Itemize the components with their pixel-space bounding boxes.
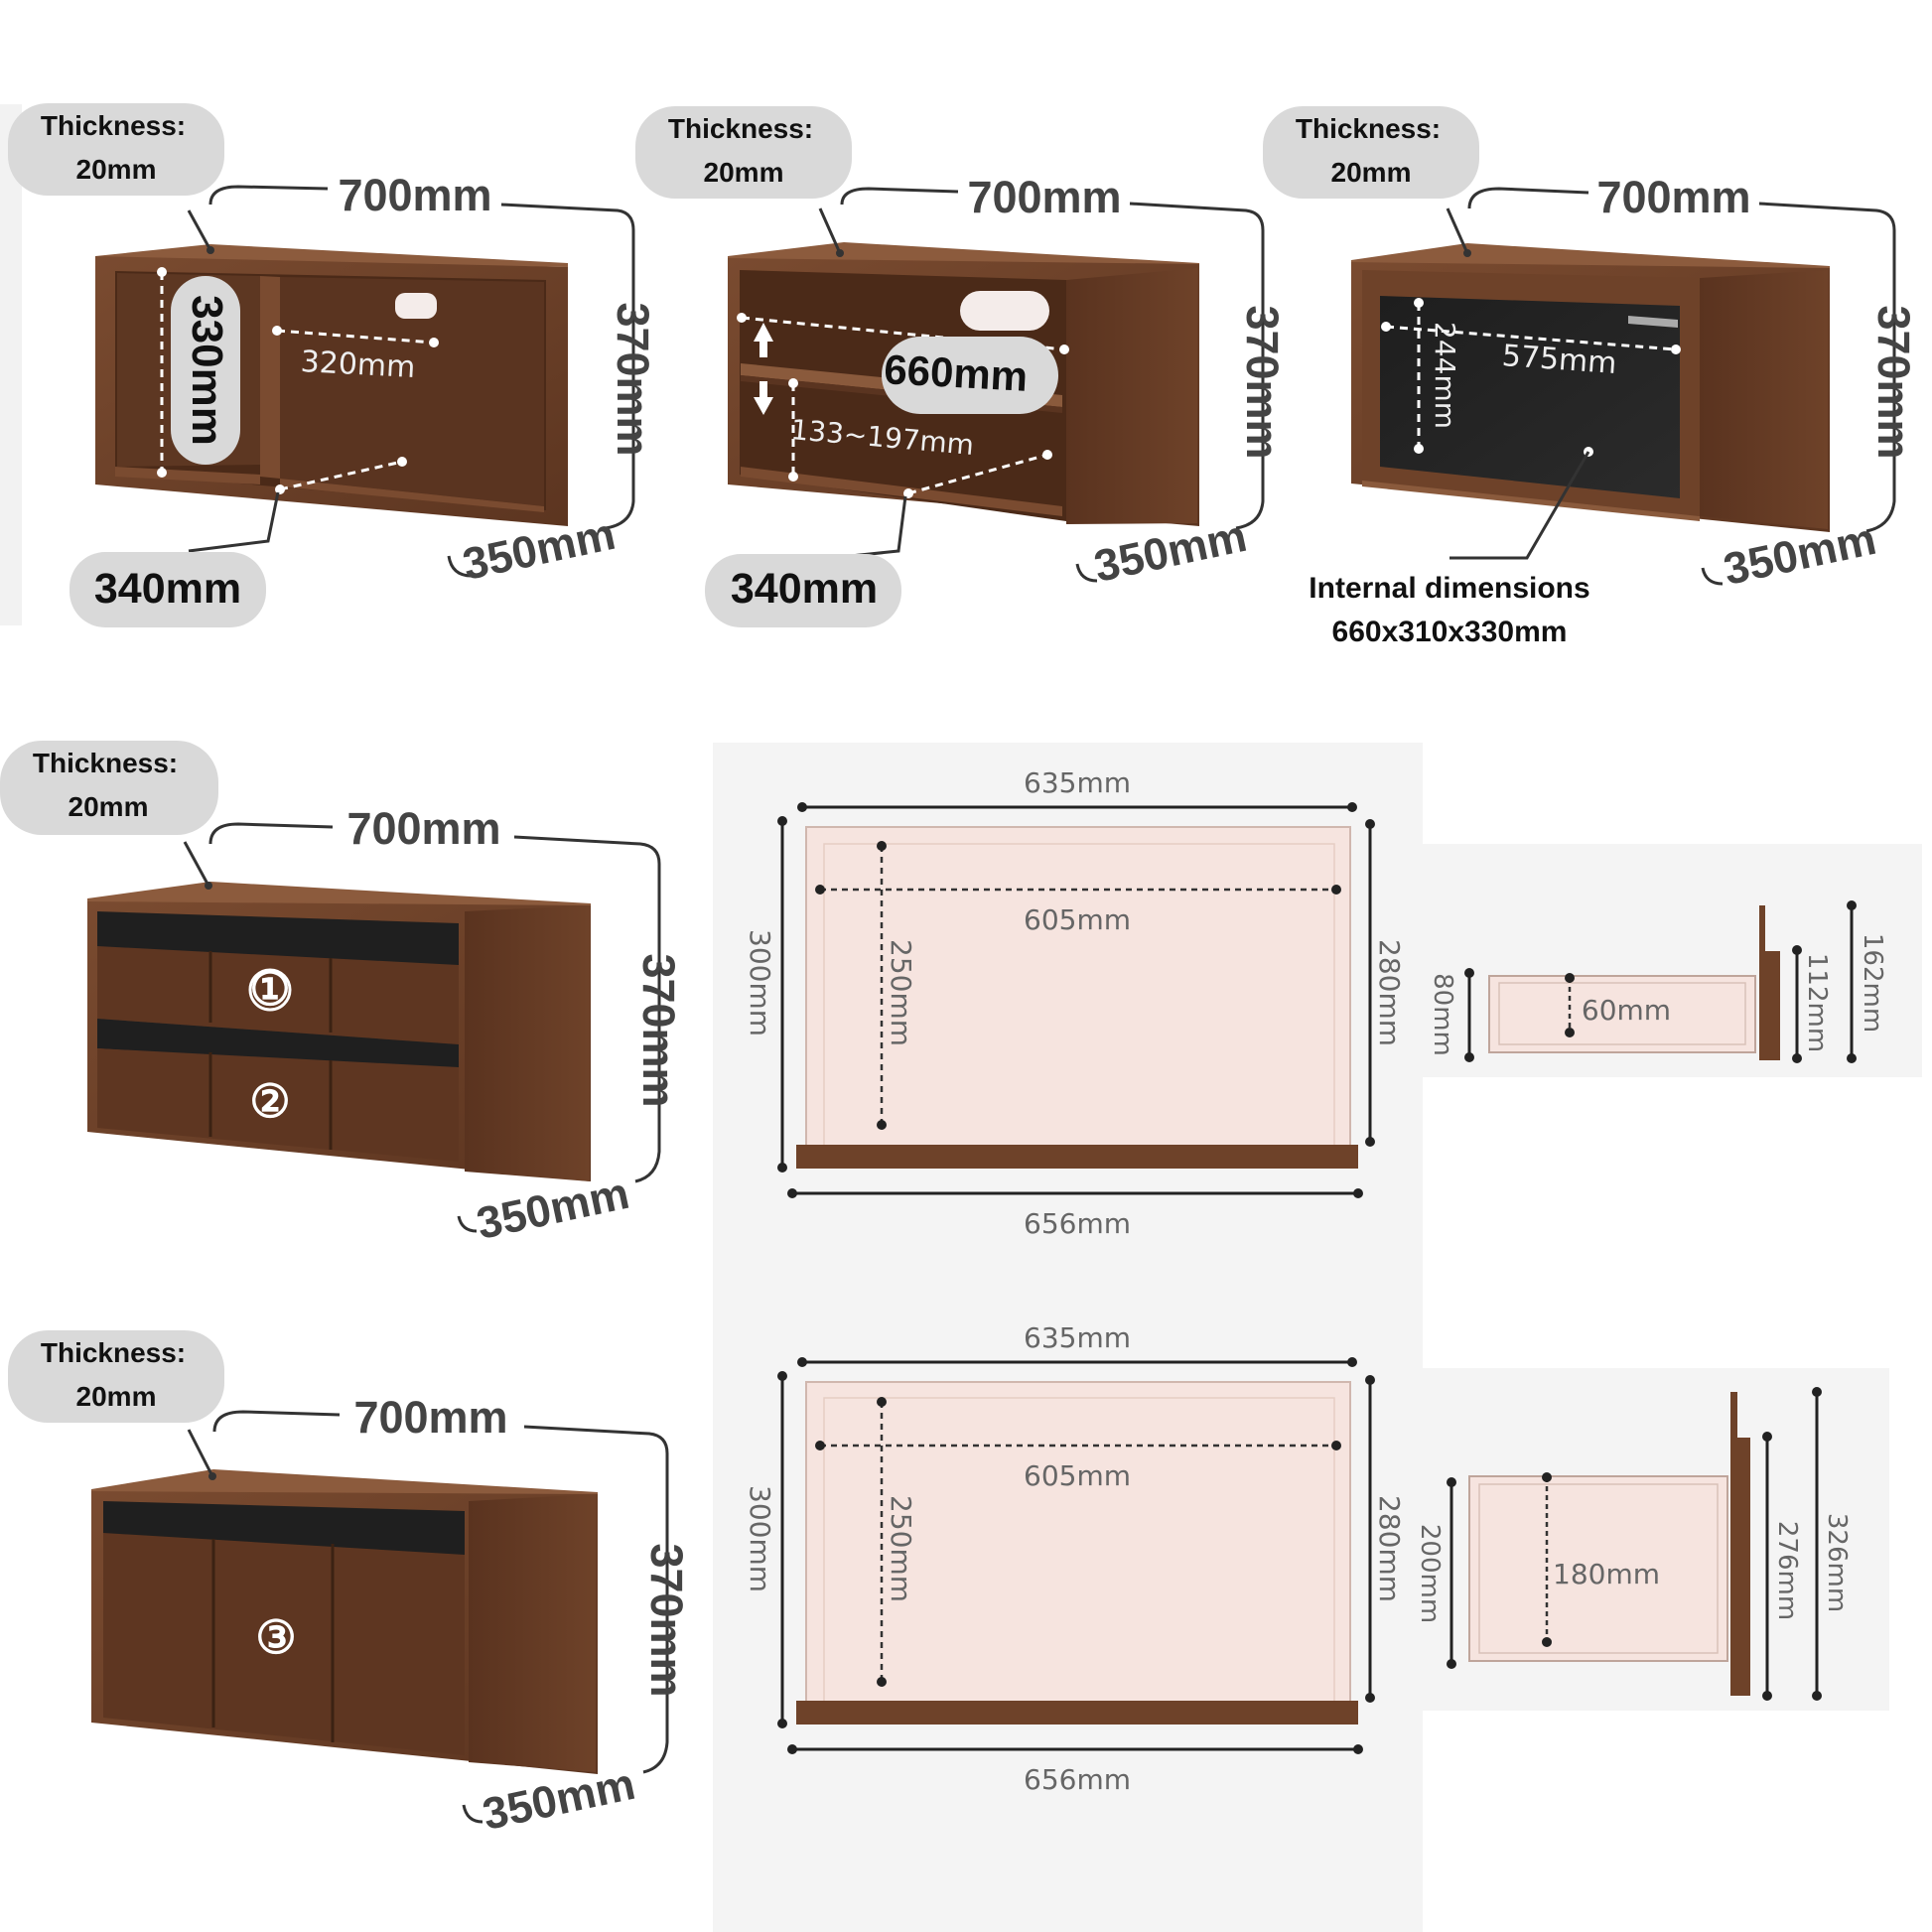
cabinet2-inner-depth: 340mm bbox=[731, 565, 878, 613]
plan2-side-front: 326mm bbox=[1822, 1513, 1852, 1612]
cabinet5-width: 700mm bbox=[353, 1392, 507, 1443]
plan1-side-height: 80mm bbox=[1428, 973, 1457, 1056]
cabinet2-height: 370mm bbox=[1237, 305, 1288, 459]
cabinet3-internal-label: Internal dimensions bbox=[1309, 572, 1589, 605]
plan2-side-height: 200mm bbox=[1415, 1524, 1445, 1623]
plan2-side-back: 276mm bbox=[1772, 1521, 1802, 1620]
cabinet1-inner-height: 330mm bbox=[183, 295, 231, 446]
cabinet2-inner-width: 660mm bbox=[883, 345, 1029, 400]
plan2-side-inner: 180mm bbox=[1553, 1558, 1660, 1590]
cabinet1-height: 370mm bbox=[608, 302, 658, 456]
drawer-plan-top-view-1: 635mm 605mm 656mm 300mm 250mm 280mm bbox=[744, 766, 1406, 1240]
plan2-front-width: 656mm bbox=[1024, 1763, 1131, 1796]
plan2-outer-width: 635mm bbox=[1024, 1321, 1131, 1354]
plan1-side-inner: 60mm bbox=[1582, 994, 1671, 1027]
cabinet-flap-door: Thickness: 20mm 700mm 370mm 350mm 244mm … bbox=[1263, 106, 1919, 648]
cabinet-open-shelf: Thickness: 20mm 700mm 370mm 350mm 660mm … bbox=[635, 106, 1288, 627]
cabinet-single-drawer: ③ Thickness: 20mm 700mm 370mm 350mm bbox=[8, 1330, 692, 1840]
plan1-inner-width: 605mm bbox=[1024, 903, 1131, 936]
plan2-right-depth: 280mm bbox=[1373, 1495, 1406, 1602]
cabinet2-width: 700mm bbox=[967, 172, 1121, 222]
cabinet5-thickness-label: Thickness: bbox=[41, 1337, 186, 1368]
drawer-2-number: ② bbox=[249, 1075, 290, 1127]
plan1-right-depth: 280mm bbox=[1373, 939, 1406, 1046]
cabinet3-height: 370mm bbox=[1868, 305, 1919, 459]
plan1-left-depth: 300mm bbox=[744, 929, 776, 1036]
cabinet5-height: 370mm bbox=[641, 1543, 692, 1697]
cabinet5-depth: 350mm bbox=[479, 1758, 639, 1840]
cabinet3-internal-value: 660x310x330mm bbox=[1332, 616, 1568, 648]
plan1-inner-depth: 250mm bbox=[885, 939, 917, 1046]
plan1-side-back: 112mm bbox=[1802, 953, 1832, 1052]
cabinet1-thickness-label: Thickness: bbox=[41, 110, 186, 141]
cabinet4-width: 700mm bbox=[346, 803, 500, 854]
plan2-inner-depth: 250mm bbox=[885, 1495, 917, 1602]
drawer-plan-top-view-2: 635mm 605mm 656mm 300mm 250mm 280mm bbox=[744, 1321, 1406, 1796]
cabinet2-thickness-label: Thickness: bbox=[668, 113, 813, 144]
cabinet4-thickness-value: 20mm bbox=[69, 791, 149, 822]
cabinet3-width: 700mm bbox=[1596, 172, 1750, 222]
cabinet1-inner-depth: 340mm bbox=[94, 565, 241, 613]
drawer-plan-side-view-1: 80mm 60mm 112mm 162mm bbox=[1428, 900, 1887, 1063]
drawer-1-number: ① bbox=[249, 963, 290, 1015]
plan2-inner-width: 605mm bbox=[1024, 1459, 1131, 1492]
cabinet4-thickness-label: Thickness: bbox=[33, 748, 178, 778]
cabinet3-door-width: 575mm bbox=[1501, 339, 1618, 381]
cabinet-two-drawers: ① ② Thickness: 20mm 700mm 370mm 350mm bbox=[0, 741, 684, 1249]
plan1-front-width: 656mm bbox=[1024, 1207, 1131, 1240]
cabinet3-thickness-value: 20mm bbox=[1331, 157, 1412, 188]
cabinet1-inner-width: 320mm bbox=[300, 345, 416, 385]
drawer-plan-side-view-2: 200mm 180mm 276mm 326mm bbox=[1415, 1387, 1852, 1701]
drawer-3-number: ③ bbox=[255, 1611, 296, 1663]
plan1-outer-width: 635mm bbox=[1024, 766, 1131, 799]
cabinet5-thickness-value: 20mm bbox=[76, 1381, 157, 1412]
cabinet4-height: 370mm bbox=[633, 953, 684, 1107]
cabinet3-thickness-label: Thickness: bbox=[1296, 113, 1441, 144]
cabinet2-thickness-value: 20mm bbox=[704, 157, 784, 188]
cabinet-open-divider: Thickness: 20mm 700mm 370mm 350mm 330mm … bbox=[8, 103, 658, 627]
cabinet4-depth: 350mm bbox=[473, 1168, 633, 1249]
plan2-left-depth: 300mm bbox=[744, 1485, 776, 1592]
cabinet1-thickness-value: 20mm bbox=[76, 154, 157, 185]
plan1-side-front: 162mm bbox=[1858, 933, 1887, 1033]
cabinet1-width: 700mm bbox=[338, 170, 491, 220]
cabinet3-door-height: 244mm bbox=[1429, 322, 1461, 429]
